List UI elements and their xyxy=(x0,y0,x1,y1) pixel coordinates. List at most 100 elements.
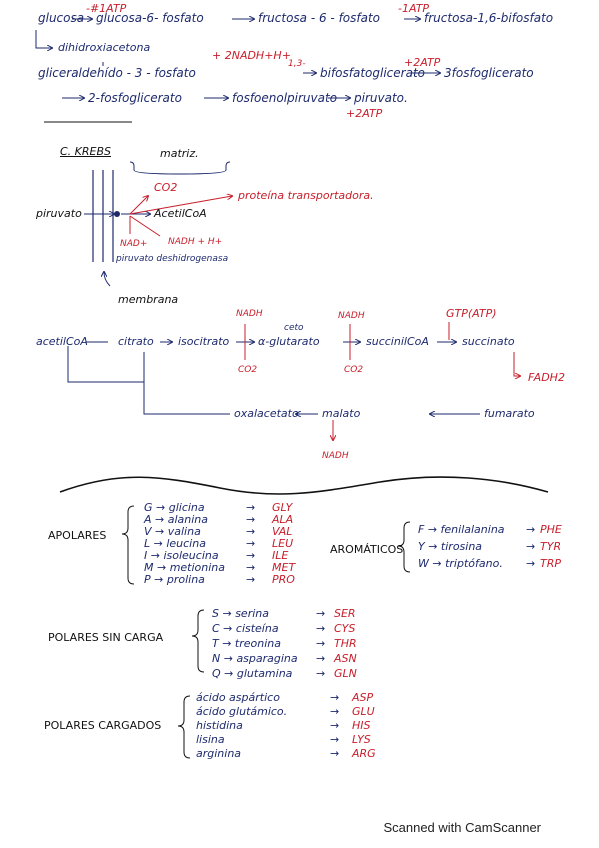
arrow-icon: → xyxy=(526,523,536,536)
atp-minus-2: -1ATP xyxy=(398,2,430,15)
amino-name: ácido glutámico. xyxy=(196,705,288,718)
amino-name: V → valina xyxy=(144,525,201,538)
atp-plus-1: +2ATP xyxy=(404,56,441,69)
amino-code: TYR xyxy=(540,540,562,553)
amino-code: ASP xyxy=(352,691,374,704)
amino-name: C → cisteína xyxy=(212,622,279,635)
atp-minus-1: -#1ATP xyxy=(86,2,127,15)
amino-name: L → leucina xyxy=(144,537,206,550)
amino-name: histidina xyxy=(196,719,243,732)
g6p-text: glucosa-6- fosfato xyxy=(96,11,204,25)
f16bp-text: fructosa-1,6-bifosfato xyxy=(424,11,554,25)
membrana-text: membrana xyxy=(118,293,179,306)
arrow-icon: → xyxy=(316,607,326,620)
pg3-text: 3fosfoglicerato xyxy=(444,66,534,80)
cycle-succinilcoa: succinilCoA xyxy=(366,335,429,348)
amino-name: N → asparagina xyxy=(212,652,298,665)
amino-name: P → prolina xyxy=(144,573,205,586)
cycle-succinato: succinato xyxy=(462,335,515,348)
pep-text: fosfoenolpiruvato xyxy=(232,91,338,105)
amino-code: HIS xyxy=(352,719,371,732)
cycle-malato: malato xyxy=(322,407,361,420)
arrow-icon: → xyxy=(316,622,326,635)
aromaticos-label: AROMÁTICOS xyxy=(330,543,404,556)
amino-code: CYS xyxy=(334,622,356,635)
amino-name: ácido aspártico xyxy=(196,691,280,704)
nadh-1: NADH xyxy=(236,309,263,319)
glucosa-text: glucosa xyxy=(38,11,85,25)
polares-sin-carga-label: POLARES SIN CARGA xyxy=(48,631,164,644)
amino-code: VAL xyxy=(272,525,293,538)
nad-plus: NAD+ xyxy=(120,239,148,249)
arrow-icon: → xyxy=(246,525,256,538)
arrow-icon: → xyxy=(316,667,326,680)
amino-code: TRP xyxy=(540,557,561,570)
cycle-oxalacetato: oxalacetato xyxy=(234,407,299,420)
amino-code: PHE xyxy=(540,523,562,536)
arrow-icon: → xyxy=(330,733,340,746)
nadh-2: NADH xyxy=(338,311,365,321)
amino-code: LEU xyxy=(272,537,294,550)
amino-code: ALA xyxy=(272,513,294,526)
arrow-icon: → xyxy=(330,719,340,732)
pg2-text: 2-fosfoglicerato xyxy=(88,91,182,105)
cycle-isocitrato: isocitrato xyxy=(178,335,230,348)
amino-code: GLU xyxy=(352,705,375,718)
arrow-icon: → xyxy=(246,501,256,514)
camscanner-watermark: Scanned with CamScanner xyxy=(383,820,541,835)
arrow-icon: → xyxy=(526,557,536,570)
nadh-h: NADH + H+ xyxy=(168,237,223,247)
proteina-text: proteína transportadora. xyxy=(238,189,374,202)
amino-code: LYS xyxy=(352,733,371,746)
co2-label: CO2 xyxy=(154,181,178,194)
arrow-icon: → xyxy=(246,561,256,574)
amino-name: Y → tirosina xyxy=(418,540,483,553)
polares-cargados-label: POLARES CARGADOS xyxy=(44,719,162,732)
amino-name: W → triptófano. xyxy=(418,557,503,570)
bpg-prefix: 1,3- xyxy=(288,59,306,69)
amino-code: THR xyxy=(334,637,357,650)
nadh-3: NADH xyxy=(322,451,349,461)
cycle-ceto: ceto xyxy=(284,323,304,333)
amino-name: arginina xyxy=(196,747,242,760)
amino-name: G → glicina xyxy=(144,501,205,514)
fadh2-label: FADH2 xyxy=(528,371,565,384)
cycle-acetilcoa: acetilCoA xyxy=(36,335,88,348)
apolares-label: APOLARES xyxy=(48,529,107,542)
nadh-plus: + 2NADH+H+ xyxy=(212,49,291,62)
amino-name: A → alanina xyxy=(144,513,209,526)
gtp-label: GTP(ATP) xyxy=(446,307,497,320)
arrow-icon: → xyxy=(330,705,340,718)
amino-name: F → fenilalanina xyxy=(418,523,505,536)
amino-name: S → serina xyxy=(212,607,269,620)
amino-name: I → isoleucina xyxy=(144,549,219,562)
arrow-icon: → xyxy=(316,637,326,650)
cycle-kglutarato: α-glutarato xyxy=(258,335,320,348)
arrow-icon: → xyxy=(330,691,340,704)
krebs-title: C. KREBS xyxy=(60,145,112,158)
piruvato-deshidrogenasa: piruvato deshidrogenasa xyxy=(116,254,229,264)
footer: Scanned with CamScanner xyxy=(0,800,599,848)
amino-name: lisina xyxy=(196,733,225,746)
amino-code: GLN xyxy=(334,667,357,680)
amino-code: GLY xyxy=(272,501,293,514)
acetilcoa-text: AcetilCoA xyxy=(154,207,207,220)
arrow-icon: → xyxy=(330,747,340,760)
amino-code: ASN xyxy=(334,652,357,665)
amino-code: SER xyxy=(334,607,356,620)
arrow-icon: → xyxy=(246,537,256,550)
amino-name: T → treonina xyxy=(212,637,282,650)
atp-plus-2: +2ATP xyxy=(346,107,383,120)
arrow-icon: → xyxy=(526,540,536,553)
arrow-icon: → xyxy=(246,573,256,586)
bpg-text: bifosfatoglicerato xyxy=(320,66,425,80)
piruvato-text: piruvato. xyxy=(354,91,408,105)
co2-a: CO2 xyxy=(238,365,258,375)
amino-code: MET xyxy=(272,561,296,574)
cycle-fumarato: fumarato xyxy=(484,407,535,420)
amino-code: PRO xyxy=(272,573,295,586)
amino-code: ILE xyxy=(272,549,289,562)
co2-b: CO2 xyxy=(344,365,364,375)
